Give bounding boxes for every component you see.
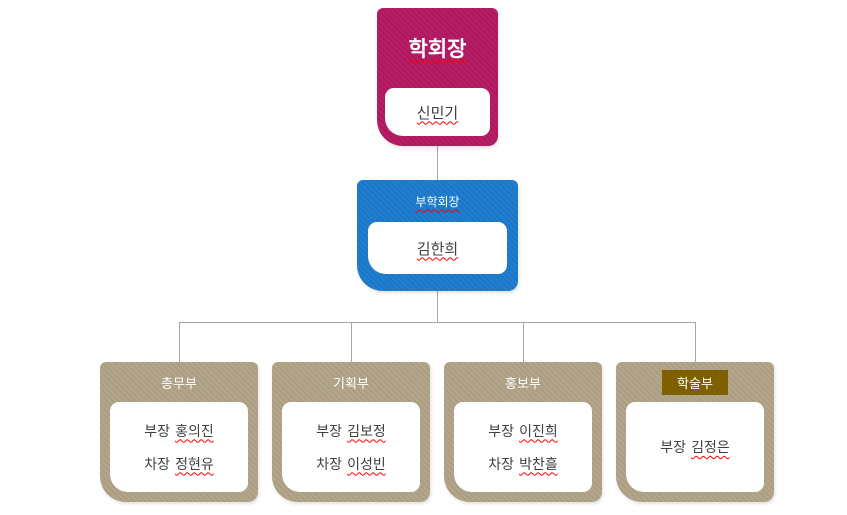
dept-1-title: 총무부: [100, 362, 258, 402]
dept-4-title: 학술부: [616, 362, 774, 402]
member-name: 이성빈: [347, 455, 386, 472]
connector-dept-2: [351, 322, 352, 362]
member-name: 김정은: [691, 439, 730, 455]
org-node-dept-public-relations[interactable]: 홍보부 부장 이진희 차장 박찬흘: [444, 362, 602, 502]
dept-2-title: 기획부: [272, 362, 430, 402]
vice-president-name: 김한희: [416, 240, 459, 258]
member-name: 정현유: [175, 455, 214, 472]
president-name-box[interactable]: 신민기: [385, 88, 490, 136]
member-line: 차장 박찬흘: [488, 454, 557, 474]
member-role: 차장: [144, 455, 171, 472]
org-node-vice-president[interactable]: 부학회장 김한희: [357, 180, 518, 291]
dept-3-title: 홍보부: [444, 362, 602, 402]
member-line: 차장 정현유: [144, 454, 213, 474]
member-role: 부장: [488, 422, 515, 439]
connector-dept-3: [523, 322, 524, 362]
president-title: 학회장: [377, 8, 498, 88]
member-name: 홍의진: [175, 422, 214, 439]
president-name: 신민기: [416, 104, 459, 122]
member-role: 차장: [316, 455, 343, 472]
member-role: 부장: [144, 422, 171, 439]
member-role: 부장: [660, 439, 687, 455]
dept-1-title-text: 총무부: [161, 375, 197, 391]
member-line: 부장 김정은: [660, 437, 729, 457]
org-node-dept-general-affairs[interactable]: 총무부 부장 홍의진 차장 정현유: [100, 362, 258, 502]
org-node-dept-planning[interactable]: 기획부 부장 김보정 차장 이성빈: [272, 362, 430, 502]
connector-dept-1: [179, 322, 180, 362]
member-name: 이진희: [519, 422, 558, 439]
dept-1-members-box[interactable]: 부장 홍의진 차장 정현유: [110, 402, 248, 492]
connector-dept-4: [695, 322, 696, 362]
dept-3-members-box[interactable]: 부장 이진희 차장 박찬흘: [454, 402, 592, 492]
dept-2-title-text: 기획부: [333, 375, 369, 391]
dept-2-members-box[interactable]: 부장 김보정 차장 이성빈: [282, 402, 420, 492]
member-line: 차장 이성빈: [316, 454, 385, 474]
org-node-president[interactable]: 학회장 신민기: [377, 8, 498, 146]
org-node-dept-academic[interactable]: 학술부 부장 김정은: [616, 362, 774, 502]
connector-bus-horizontal: [179, 322, 696, 323]
dept-3-title-text: 홍보부: [505, 375, 541, 391]
member-line: 부장 홍의진: [144, 421, 213, 441]
member-role: 부장: [316, 422, 343, 439]
vice-president-name-box[interactable]: 김한희: [368, 222, 507, 274]
member-name: 박찬흘: [519, 455, 558, 472]
member-line: 부장 김보정: [316, 421, 385, 441]
vice-president-title: 부학회장: [357, 180, 518, 222]
member-name: 김보정: [347, 422, 386, 439]
vice-president-title-text: 부학회장: [415, 194, 460, 209]
connector-president-vice: [437, 146, 438, 180]
dept-4-title-highlight[interactable]: 학술부: [662, 369, 728, 395]
connector-vice-bus: [437, 291, 438, 322]
member-line: 부장 이진희: [488, 421, 557, 441]
dept-4-members-box[interactable]: 부장 김정은: [626, 402, 764, 492]
president-title-text: 학회장: [408, 38, 467, 61]
member-role: 차장: [488, 455, 515, 472]
